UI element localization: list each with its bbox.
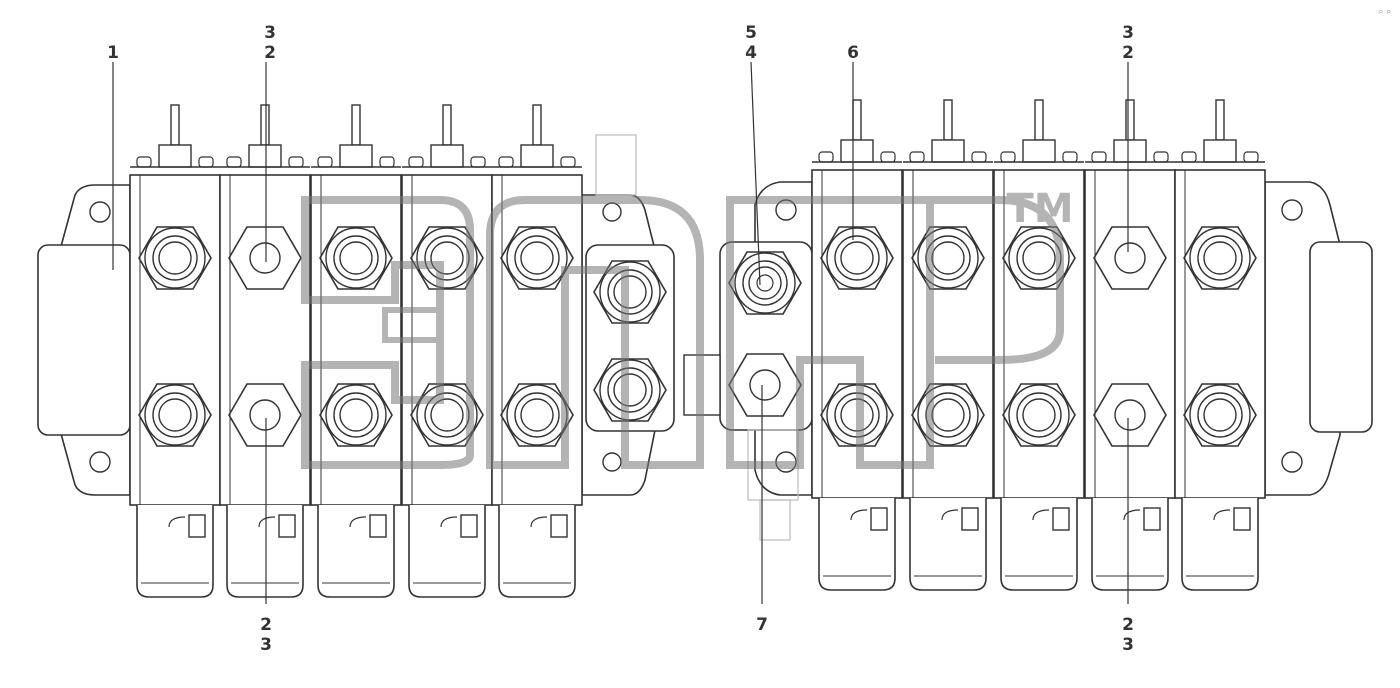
right-end-cover <box>1309 241 1373 433</box>
right-valve-section-3 <box>993 99 1085 591</box>
control-lever <box>310 104 402 168</box>
left-valve-section-2 <box>219 104 311 598</box>
spring-cap <box>498 504 576 598</box>
right-valve-section-4 <box>1084 99 1176 591</box>
left-valve-section-1 <box>129 104 221 598</box>
callout-left-bottom-3: 3 <box>260 635 272 655</box>
right-valve-section-5 <box>1174 99 1266 591</box>
callout-right-top-2: 2 <box>1122 43 1134 63</box>
section-body <box>1084 169 1176 499</box>
control-lever <box>401 104 493 168</box>
left-valve-section-4 <box>401 104 493 598</box>
watermark-mark: TM <box>1006 186 1073 232</box>
section-body <box>902 169 994 499</box>
callout-left-top-2: 2 <box>264 43 276 63</box>
callout-right-bottom-3: 3 <box>1122 635 1134 655</box>
mount-hole <box>1281 199 1303 221</box>
spring-cap <box>1181 497 1259 591</box>
spring-cap <box>818 497 896 591</box>
control-lever <box>1084 99 1176 163</box>
spring-cap <box>136 504 214 598</box>
callout-7: 7 <box>756 615 768 635</box>
callout-6: 6 <box>847 43 859 63</box>
spring-cap <box>909 497 987 591</box>
control-lever <box>491 104 583 168</box>
callout-right-top-3: 3 <box>1122 23 1134 43</box>
control-lever <box>129 104 221 168</box>
callout-labels: 1 3 2 2 3 5 4 6 3 2 7 2 3 ⌕ ⌕ <box>107 7 1391 655</box>
callout-left-bottom-2: 2 <box>260 615 272 635</box>
right-valve-section-2 <box>902 99 994 591</box>
spring-cap <box>408 504 486 598</box>
spring-cap <box>317 504 395 598</box>
phantom-pin <box>595 134 637 196</box>
control-lever <box>811 99 903 163</box>
corner-mark: ⌕ ⌕ <box>1379 7 1392 17</box>
callout-right-bottom-2: 2 <box>1122 615 1134 635</box>
right-valve-assembly <box>683 99 1373 591</box>
control-lever <box>1174 99 1266 163</box>
left-valve-assembly <box>37 104 675 598</box>
section-body <box>219 174 311 506</box>
section-body <box>129 174 221 506</box>
section-body <box>993 169 1085 499</box>
spring-cap <box>1091 497 1169 591</box>
control-lever <box>902 99 994 163</box>
callout-left-top-3: 3 <box>264 23 276 43</box>
callout-5: 5 <box>745 23 757 43</box>
watermark: TM <box>301 186 1074 469</box>
mount-hole <box>89 201 111 223</box>
left-valve-section-3 <box>310 104 402 598</box>
callout-1: 1 <box>107 43 119 63</box>
mount-hole <box>89 451 111 473</box>
section-body <box>1174 169 1266 499</box>
phantom-pin <box>759 499 791 541</box>
right-valve-section-1 <box>811 99 903 591</box>
left-inlet-cover <box>37 244 131 436</box>
mount-hole <box>1281 451 1303 473</box>
callout-leaders <box>112 61 1129 604</box>
spring-cap <box>1000 497 1078 591</box>
control-lever <box>993 99 1085 163</box>
control-lever <box>219 104 311 168</box>
callout-4: 4 <box>745 43 757 63</box>
spring-cap <box>226 504 304 598</box>
